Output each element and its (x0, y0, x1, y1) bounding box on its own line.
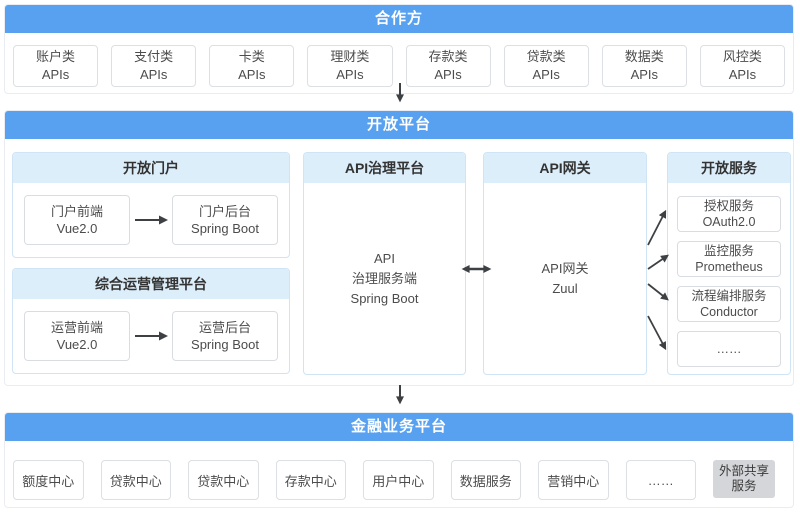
api-box-type: APIs (728, 67, 757, 82)
center-box-quota: 额度中心 (13, 460, 84, 500)
api-box-type: APIs (139, 67, 168, 82)
center-box-loan-1: 贷款中心 (100, 460, 171, 500)
api-box-type: APIs (532, 67, 560, 82)
center-box-deposit: 存款中心 (275, 460, 346, 500)
service-name: 授权服务 (703, 199, 754, 213)
service-name: 监控服务 (703, 244, 754, 258)
api-box-type: APIs (434, 67, 462, 82)
api-governance-panel: API治理平台 API 治理服务端 Spring Boot (303, 152, 466, 375)
center-box-user: 用户中心 (363, 460, 434, 500)
api-governance-body: API 治理服务端 Spring Boot (304, 183, 465, 374)
finance-section-title: 金融业务平台 (5, 413, 793, 441)
partner-api-row: 账户类 APIs 支付类 APIs 卡类 APIs 理财类 APIs 存款类 A… (5, 33, 793, 87)
ops-backend-tech: Spring Boot (191, 337, 259, 352)
api-box-label: 存款类 (428, 49, 468, 64)
service-tech: Prometheus (695, 260, 763, 274)
api-box-accounts: 账户类 APIs (13, 45, 99, 87)
portal-frontend-name: 门户前端 (50, 204, 103, 219)
arrow-right-icon (135, 215, 168, 225)
portal-frontend-box: 门户前端 Vue2.0 (24, 195, 130, 245)
governance-line: 治理服务端 (351, 270, 417, 286)
api-box-data: 数据类 APIs (601, 45, 687, 87)
api-box-wealth: 理财类 APIs (307, 45, 393, 87)
api-box-type: APIs (41, 67, 70, 82)
api-gateway-body: API网关 Zuul (484, 183, 646, 374)
portal-frontend-tech: Vue2.0 (56, 221, 98, 236)
open-services-body: 授权服务 OAuth2.0 监控服务 Prometheus 流程编排服务 Con… (668, 183, 790, 367)
ops-frontend-box: 运营前端 Vue2.0 (24, 311, 130, 361)
service-name: …… (716, 342, 742, 356)
open-portal-panel: 开放门户 门户前端 Vue2.0 门户后台 Spring Boot (12, 152, 290, 258)
api-box-loans: 贷款类 APIs (503, 45, 589, 87)
open-platform-section: 开放平台 开放门户 门户前端 Vue2.0 门户后台 Spring Boot 综… (4, 110, 794, 386)
finance-platform-section: 金融业务平台 额度中心 贷款中心 贷款中心 存款中心 用户中心 数据服务 营销中… (4, 412, 794, 508)
api-box-label: 风控类 (722, 49, 762, 64)
governance-line: Spring Boot (350, 290, 419, 306)
api-box-cards: 卡类 APIs (209, 45, 295, 87)
partners-section: 合作方 账户类 APIs 支付类 APIs 卡类 APIs 理财类 APIs 存… (4, 4, 794, 94)
service-name: 流程编排服务 (691, 289, 767, 303)
open-services-panel: 开放服务 授权服务 OAuth2.0 监控服务 Prometheus 流程编排服… (667, 152, 791, 375)
open-portal-body: 门户前端 Vue2.0 门户后台 Spring Boot (13, 183, 289, 257)
api-box-type: APIs (630, 67, 659, 82)
service-box-auth: 授权服务 OAuth2.0 (677, 196, 781, 232)
operations-body: 运营前端 Vue2.0 运营后台 Spring Boot (13, 299, 289, 373)
operations-panel: 综合运营管理平台 运营前端 Vue2.0 运营后台 Spring Boot (12, 268, 290, 374)
service-box-orchestration: 流程编排服务 Conductor (677, 286, 781, 322)
api-box-label: 支付类 (134, 49, 174, 64)
center-box-data: 数据服务 (450, 460, 521, 500)
api-box-deposits: 存款类 APIs (405, 45, 491, 87)
ops-frontend-name: 运营前端 (50, 320, 103, 335)
ops-backend-box: 运营后台 Spring Boot (172, 311, 278, 361)
finance-centers-row: 额度中心 贷款中心 贷款中心 存款中心 用户中心 数据服务 营销中心 …… 外部… (5, 441, 793, 500)
external-line: 外部共享 (718, 464, 769, 478)
api-gateway-panel: API网关 API网关 Zuul (483, 152, 647, 375)
api-box-payments: 支付类 APIs (111, 45, 197, 87)
arrow-right-icon (135, 331, 168, 341)
portal-backend-box: 门户后台 Spring Boot (172, 195, 278, 245)
open-services-title: 开放服务 (668, 153, 790, 183)
service-tech: Conductor (700, 305, 758, 319)
api-box-label: 数据类 (624, 49, 664, 64)
api-box-risk: 风控类 APIs (699, 45, 785, 87)
center-box-marketing: 营销中心 (538, 460, 609, 500)
operations-title: 综合运营管理平台 (13, 269, 289, 299)
open-portal-title: 开放门户 (13, 153, 289, 183)
portal-backend-name: 门户后台 (198, 204, 251, 219)
api-box-label: 账户类 (36, 49, 76, 64)
api-governance-title: API治理平台 (304, 153, 465, 183)
ops-backend-name: 运营后台 (198, 320, 251, 335)
ops-frontend-tech: Vue2.0 (56, 337, 98, 352)
api-box-label: 贷款类 (526, 49, 566, 64)
gateway-line: Zuul (552, 280, 578, 296)
api-box-label: 卡类 (238, 49, 265, 64)
center-box-loan-2: 贷款中心 (188, 460, 259, 500)
api-box-type: APIs (238, 67, 266, 82)
gateway-line: API网关 (541, 260, 589, 276)
governance-line: API (374, 250, 395, 266)
service-tech: OAuth2.0 (702, 215, 756, 229)
open-platform-section-title: 开放平台 (5, 111, 793, 139)
center-box-more: …… (625, 460, 696, 500)
portal-backend-tech: Spring Boot (191, 221, 259, 236)
api-box-label: 理财类 (330, 49, 370, 64)
api-box-type: APIs (336, 67, 364, 82)
partners-section-title: 合作方 (5, 5, 793, 33)
external-line: 服务 (731, 479, 757, 493)
service-box-more: …… (677, 331, 781, 367)
api-gateway-title: API网关 (484, 153, 646, 183)
external-shared-services-box: 外部共享 服务 (713, 460, 775, 498)
service-box-monitoring: 监控服务 Prometheus (677, 241, 781, 277)
